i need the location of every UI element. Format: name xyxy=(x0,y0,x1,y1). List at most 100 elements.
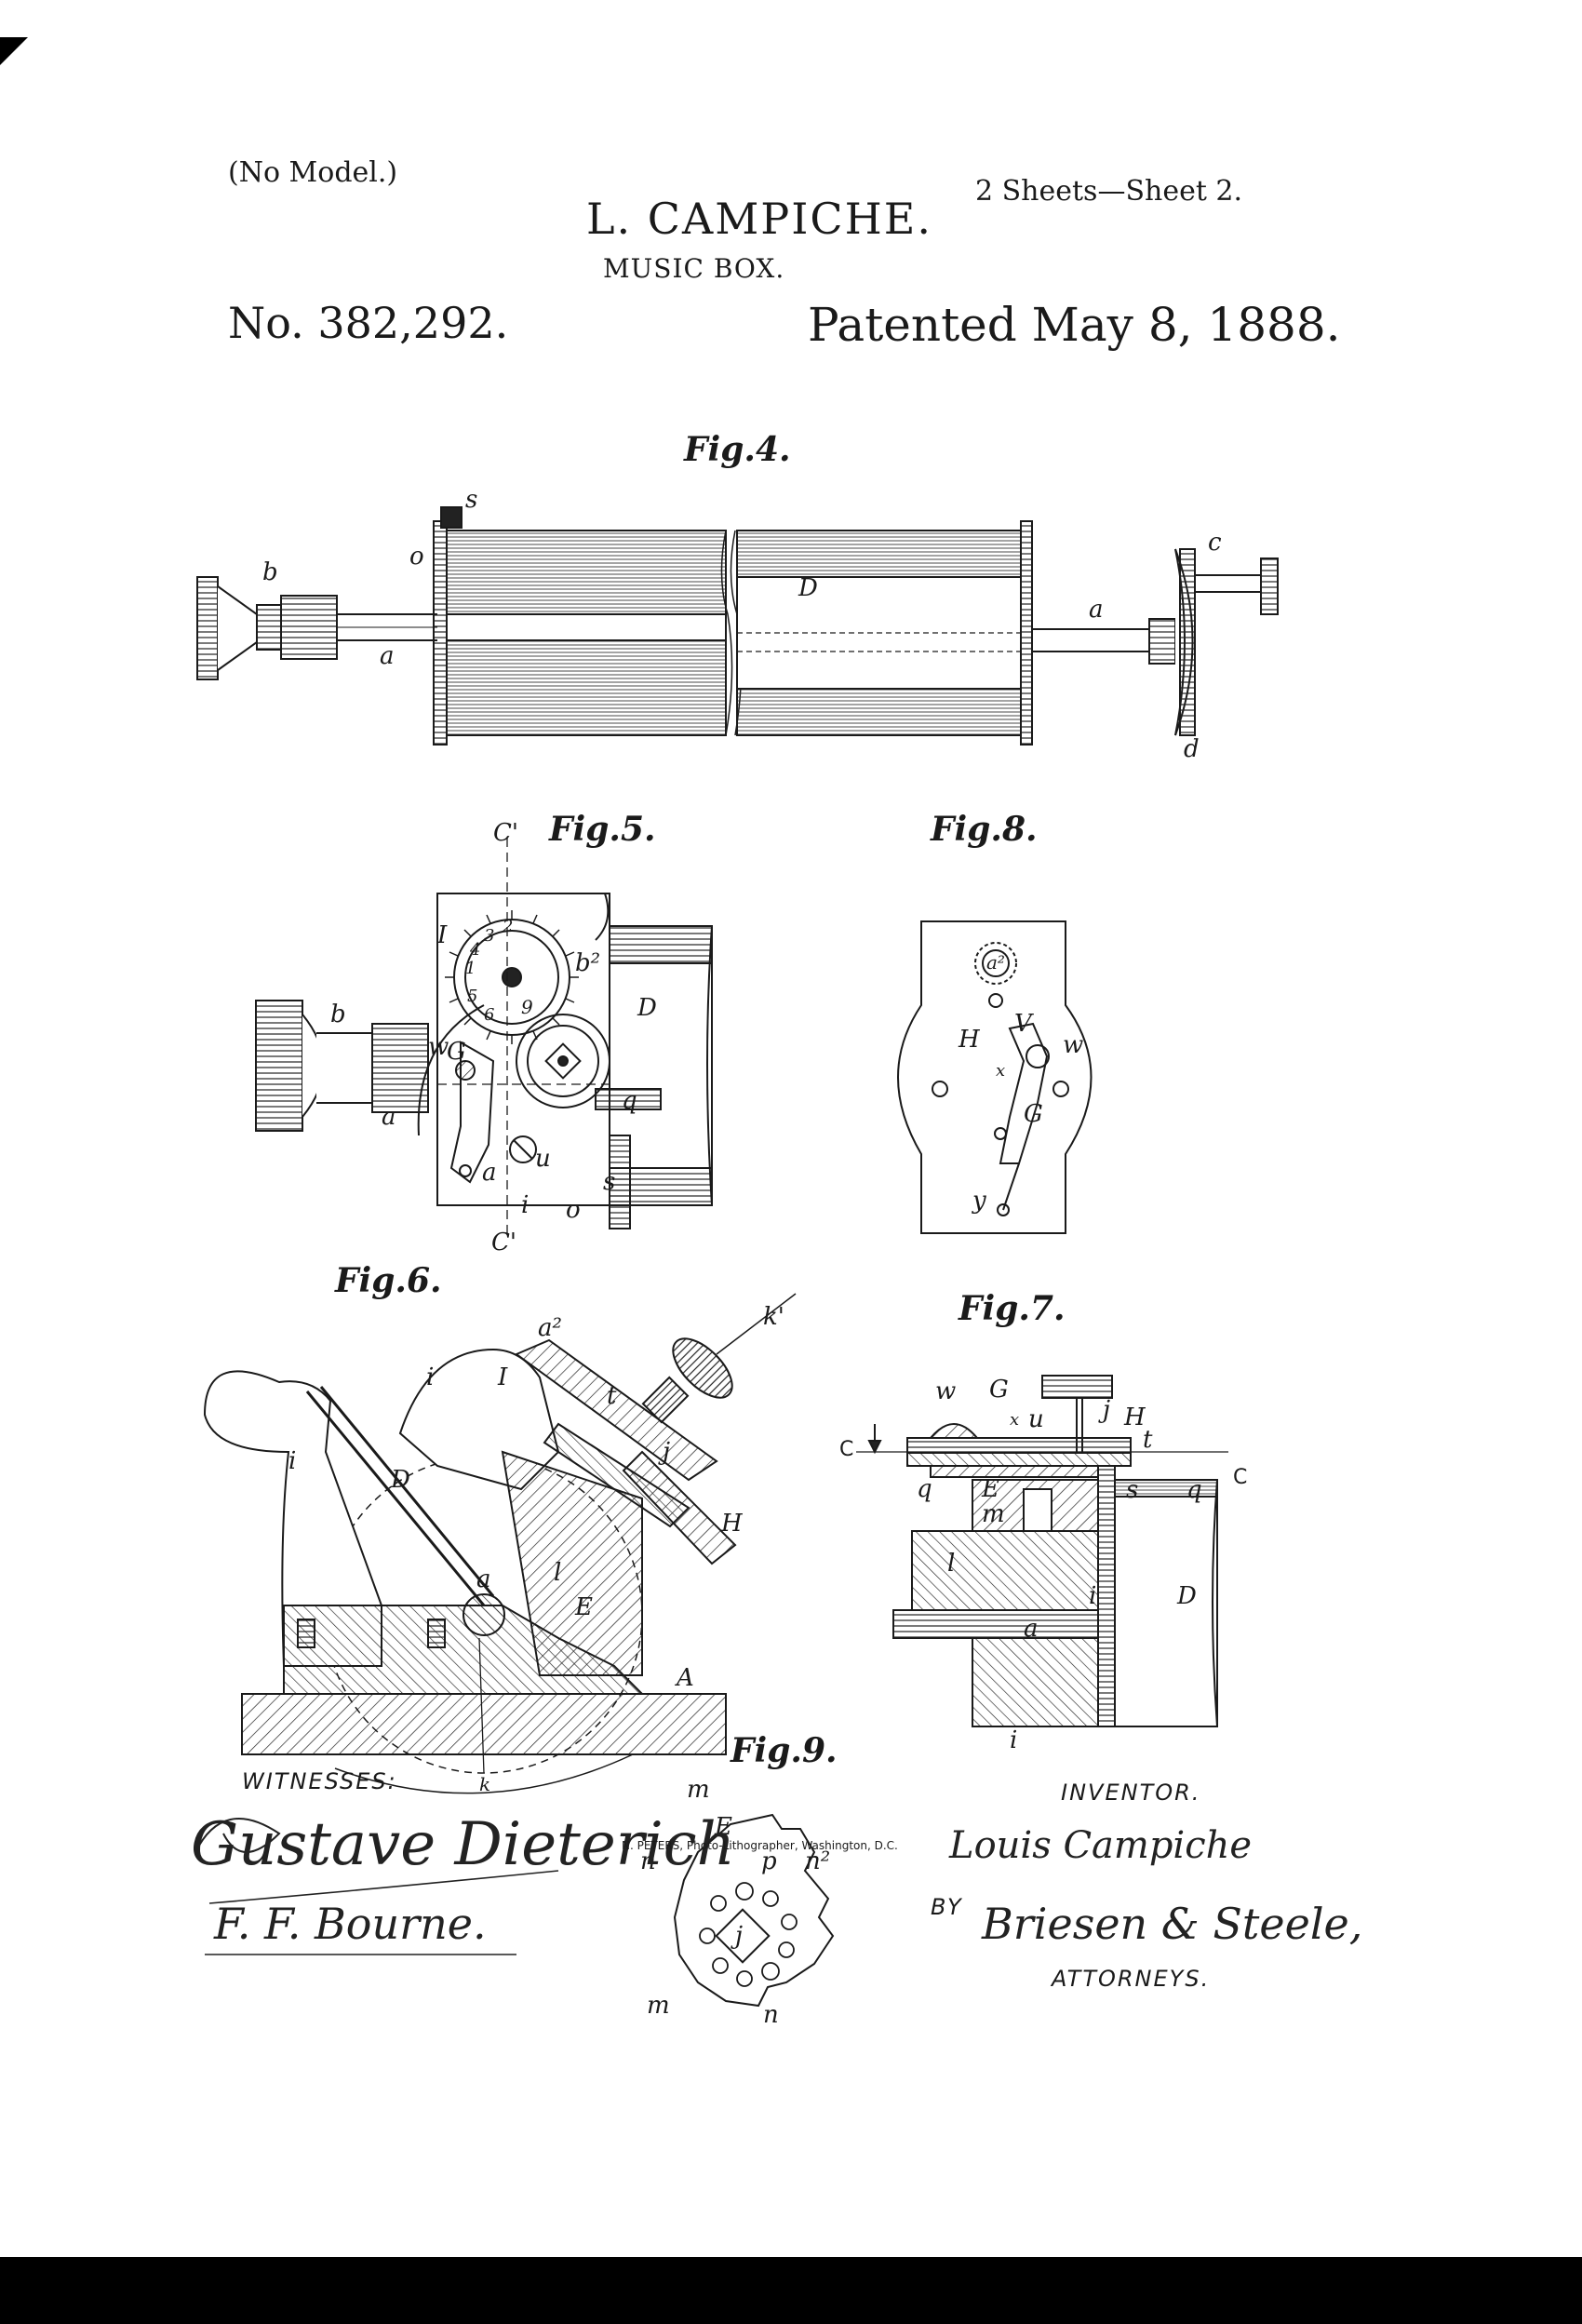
fig8-ref-letter: y xyxy=(972,1187,986,1215)
fig7-ref-letter: D xyxy=(1177,1582,1197,1610)
attorneys-label: ATTORNEYS. xyxy=(1052,1966,1211,1992)
signature-flourishes xyxy=(194,1818,559,1955)
figure-4-label: Fig.4. xyxy=(684,430,791,469)
fig7-ref-letter: j xyxy=(1103,1396,1111,1424)
fig7-ref-letter: E xyxy=(982,1475,999,1503)
fig7-ref-letter: C xyxy=(839,1438,854,1461)
fig6-ref-letter: I xyxy=(498,1364,508,1391)
fig7-ref-letter: a xyxy=(1024,1615,1039,1643)
fig6-ref-letter: a xyxy=(476,1565,491,1593)
figure-9-label: Fig.9. xyxy=(731,1731,838,1770)
fig6-ref-letter: k xyxy=(479,1773,491,1795)
fig5-ref-letter: I xyxy=(437,921,448,949)
figure-6-drawing xyxy=(203,1293,797,1794)
fig5-ref-letter: i xyxy=(521,1191,530,1219)
fig9-ref-letter: n² xyxy=(805,1847,831,1875)
fig8-ref-letter: H xyxy=(959,1026,980,1054)
fig7-ref-letter: i xyxy=(1089,1582,1097,1610)
fig9-ref-letter: m xyxy=(647,1992,670,2020)
figure-8-drawing xyxy=(897,920,1093,1234)
fig5-ref-letter: a xyxy=(382,1103,396,1131)
fig5-ref-letter: u xyxy=(535,1145,551,1173)
fig5-ref-letter: w xyxy=(428,1033,449,1061)
fig5-ref-letter: 6 xyxy=(484,1005,495,1025)
witness-2-signature: F. F. Bourne. xyxy=(214,1899,487,1949)
inventor-name: L. CAMPICHE. xyxy=(586,194,932,244)
sheet-count: 2 Sheets—Sheet 2. xyxy=(975,175,1243,208)
fig6-ref-letter: l xyxy=(554,1559,562,1587)
fig5-ref-letter: 4 xyxy=(470,940,481,960)
scan-bottom-border xyxy=(0,2257,1582,2324)
fig5-ref-letter: C' xyxy=(491,1229,517,1256)
fig4-ref-letter: o xyxy=(409,543,424,571)
fig5-ref-letter: b xyxy=(330,1001,346,1028)
fig9-ref-letter: j xyxy=(735,1922,744,1950)
inventor-label: INVENTOR. xyxy=(1061,1780,1201,1806)
fig7-ref-letter: i xyxy=(1010,1726,1018,1754)
fig5-ref-letter: G xyxy=(447,1038,466,1066)
fig4-ref-letter: s xyxy=(465,486,478,514)
fig5-ref-letter: s xyxy=(603,1168,616,1196)
fig8-ref-letter: a² xyxy=(986,951,1005,974)
fig4-ref-letter: b xyxy=(262,558,278,586)
figure-9-drawing xyxy=(673,1813,835,2008)
fig6-ref-letter: i xyxy=(288,1447,297,1475)
figure-8-label: Fig.8. xyxy=(931,810,1038,849)
fig4-ref-letter: d xyxy=(1184,735,1200,763)
fig8-ref-letter: w xyxy=(1063,1031,1084,1059)
patent-date: Patented May 8, 1888. xyxy=(808,298,1341,352)
fig6-ref-letter: A xyxy=(677,1664,694,1692)
fig7-ref-letter: t xyxy=(1143,1426,1153,1454)
fig7-ref-letter: G xyxy=(989,1376,1009,1404)
fig6-ref-letter: E xyxy=(575,1593,593,1621)
fig7-ref-letter: s xyxy=(1126,1476,1139,1504)
by-label: BY xyxy=(931,1894,963,1920)
fig7-ref-letter: H xyxy=(1124,1404,1146,1431)
fig9-ref-letter: n xyxy=(763,2001,779,2029)
fig5-ref-letter: 9 xyxy=(521,996,533,1018)
fig6-ref-letter: j xyxy=(663,1438,671,1466)
fig5-ref-letter: C' xyxy=(493,819,519,847)
figure-5-label: Fig.5. xyxy=(549,810,656,849)
fig7-ref-letter: q xyxy=(917,1475,932,1503)
fig5-ref-letter: 5 xyxy=(467,987,478,1006)
witnesses-label: WITNESSES: xyxy=(242,1768,397,1794)
fig5-ref-letter: 3 xyxy=(484,926,495,946)
fig9-ref-letter: n xyxy=(640,1847,656,1875)
fig5-ref-letter: b² xyxy=(575,949,601,977)
fig6-ref-letter: H xyxy=(721,1510,743,1538)
fig7-ref-letter: q xyxy=(1186,1476,1202,1504)
fig7-ref-letter: C xyxy=(1233,1466,1248,1489)
patent-subject: MUSIC BOX. xyxy=(603,253,785,284)
inventor-signature: Louis Campiche xyxy=(949,1824,1253,1867)
fig5-ref-letter: o xyxy=(566,1196,581,1224)
scan-corner-mark xyxy=(0,37,28,65)
fig6-ref-letter: t xyxy=(607,1382,617,1410)
fig5-ref-letter: q xyxy=(622,1087,637,1115)
fig8-ref-letter: G xyxy=(1024,1100,1043,1128)
fig8-ref-letter: x xyxy=(996,1061,1006,1081)
patent-number: No. 382,292. xyxy=(228,298,509,348)
figure-7-drawing xyxy=(856,1375,1228,1727)
fig4-ref-letter: a xyxy=(380,642,395,670)
figure-4-drawing xyxy=(196,506,1279,746)
figure-5-drawing xyxy=(255,838,713,1238)
fig7-ref-letter: u xyxy=(1028,1405,1044,1433)
fig6-ref-letter: k' xyxy=(763,1303,784,1331)
fig5-ref-letter: 2 xyxy=(503,917,514,936)
fig9-ref-letter: p xyxy=(761,1847,777,1875)
fig7-ref-letter: x xyxy=(1010,1410,1020,1430)
attorneys-signature: Briesen & Steele, xyxy=(982,1899,1363,1949)
fig9-ref-letter: m xyxy=(687,1776,710,1804)
fig6-ref-letter: i xyxy=(426,1364,435,1391)
fig4-ref-letter: c xyxy=(1208,529,1222,557)
fig8-ref-letter: V xyxy=(1014,1010,1032,1038)
witness-1-signature: Gustave Dieterich xyxy=(191,1810,735,1879)
fig9-ref-letter: E xyxy=(715,1813,732,1841)
figure-6-label: Fig.6. xyxy=(335,1261,442,1300)
fig7-ref-letter: w xyxy=(935,1377,957,1405)
fig4-ref-letter: D xyxy=(798,574,818,602)
fig5-ref-letter: a xyxy=(482,1159,497,1187)
fig7-ref-letter: m xyxy=(982,1500,1005,1528)
